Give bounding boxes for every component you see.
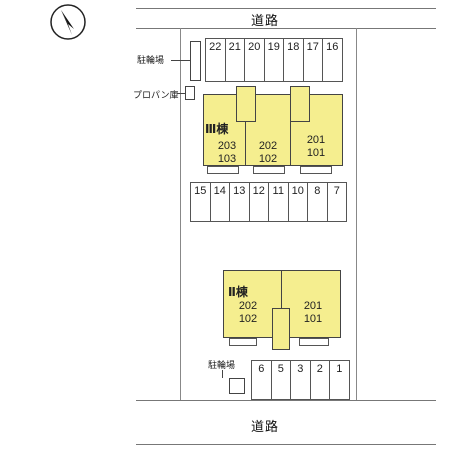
road-bottom-edge <box>136 400 436 401</box>
parking-space: 20 <box>244 38 265 82</box>
stair-3b <box>290 86 310 122</box>
road-top-edge-inner <box>136 28 436 29</box>
parking-space: 22 <box>205 38 226 82</box>
lot-boundary-right <box>356 28 357 400</box>
parking-space: 11 <box>268 182 289 222</box>
parking-space: 10 <box>287 182 308 222</box>
propane-storage <box>185 86 195 100</box>
road-bottom-edge-outer <box>136 444 436 445</box>
ac-unit <box>253 166 285 174</box>
stair-3a <box>236 86 256 122</box>
parking-space: 1 <box>329 360 350 400</box>
bicycle-parking-bottom <box>229 378 245 394</box>
road-label-top: 道路 <box>251 13 280 28</box>
parking-space: 18 <box>283 38 304 82</box>
parking-space: 2 <box>309 360 330 400</box>
parking-space: 17 <box>302 38 323 82</box>
bicycle-parking-top <box>190 41 201 81</box>
parking-space: 3 <box>290 360 311 400</box>
leader-line <box>177 93 185 94</box>
parking-space: 12 <box>248 182 269 222</box>
parking-space: 6 <box>251 360 272 400</box>
stair-2 <box>272 308 290 350</box>
bicycle-parking-label-top: 駐輪場 <box>137 55 165 65</box>
leader-line <box>222 370 223 378</box>
leader-line <box>171 60 190 61</box>
lot-boundary-left <box>180 28 181 400</box>
parking-space: 16 <box>322 38 343 82</box>
parking-space: 13 <box>229 182 250 222</box>
building-2-name: Ⅱ棟 <box>228 285 248 299</box>
parking-space: 19 <box>263 38 284 82</box>
bicycle-parking-label-bottom: 駐輪場 <box>208 360 236 370</box>
building-3 <box>203 94 343 166</box>
north-arrow-icon <box>50 4 86 40</box>
propane-storage-label: プロパン庫 <box>133 90 179 100</box>
parking-space: 5 <box>270 360 291 400</box>
road-label-bottom: 道路 <box>251 419 280 434</box>
parking-space: 7 <box>326 182 347 222</box>
unit-divider <box>290 122 291 166</box>
parking-space: 15 <box>190 182 211 222</box>
unit-divider <box>281 270 282 338</box>
ac-unit <box>229 338 257 346</box>
ac-unit <box>299 338 329 346</box>
ac-unit <box>300 166 332 174</box>
road-top-edge <box>136 8 436 9</box>
parking-space: 14 <box>209 182 230 222</box>
building-3-name: Ⅲ棟 <box>205 122 229 136</box>
ac-unit <box>207 166 239 174</box>
parking-space: 8 <box>307 182 328 222</box>
unit-divider <box>245 122 246 166</box>
parking-space: 21 <box>224 38 245 82</box>
